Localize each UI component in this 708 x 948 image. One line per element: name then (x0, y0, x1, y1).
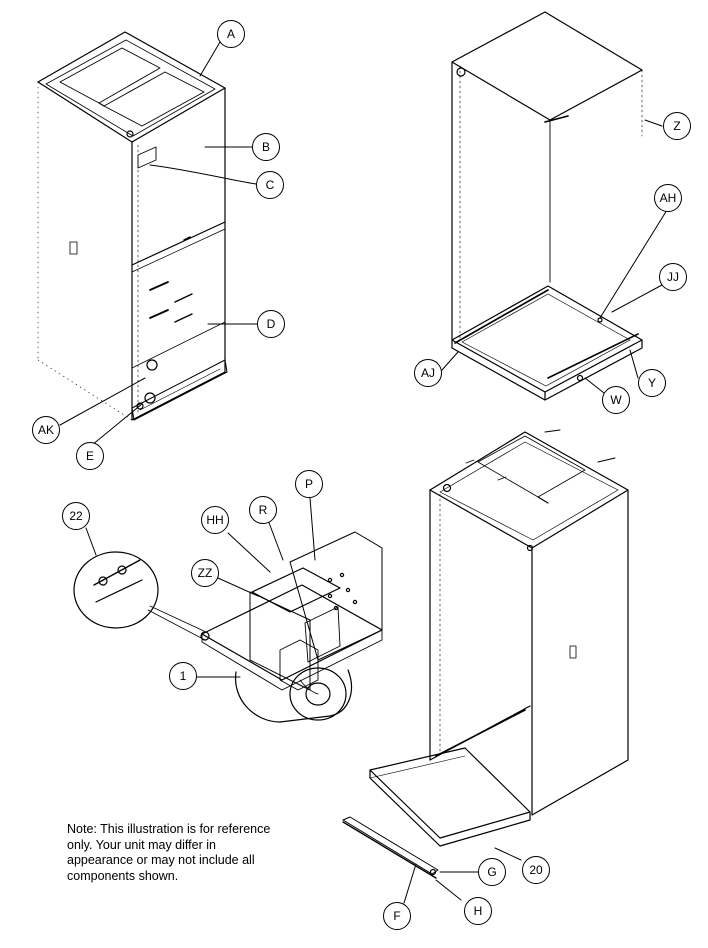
callout-c: C (256, 171, 284, 199)
callout-p: P (295, 470, 323, 498)
callout-p-text: P (304, 477, 313, 491)
callout-d-text: D (266, 317, 276, 331)
callout-r-text: R (258, 503, 268, 517)
leader-lines-unit2 (441, 119, 668, 394)
callout-22-text: 22 (69, 509, 83, 523)
callout-e-text: E (85, 449, 94, 463)
callout-y-text: Y (647, 376, 656, 390)
callout-y: Y (638, 369, 666, 397)
callout-aj-text: AJ (420, 366, 435, 380)
callout-ak: AK (32, 416, 60, 444)
blower-assembly (73, 531, 383, 723)
callout-ah: AH (654, 184, 682, 212)
callout-zz-text: ZZ (197, 566, 213, 580)
callout-f-text: F (393, 909, 401, 923)
callout-22: 22 (62, 502, 90, 530)
callout-c-text: C (265, 178, 275, 192)
callout-zz: ZZ (191, 559, 219, 587)
callout-r: R (249, 496, 277, 524)
callout-f: F (383, 902, 411, 930)
callout-b: B (252, 133, 280, 161)
callout-jj-text: JJ (667, 270, 679, 284)
callout-w-text: W (610, 393, 622, 407)
callout-d: D (257, 310, 285, 338)
casing-assembly (451, 11, 643, 401)
callout-jj: JJ (659, 263, 687, 291)
callout-h: H (464, 897, 492, 925)
assembled-cabinet (342, 431, 629, 879)
leader-lines-blower (85, 497, 316, 678)
callout-1: 1 (169, 662, 197, 690)
callout-20: 20 (522, 856, 550, 884)
reference-note: Note: This illustration is for reference… (67, 822, 271, 883)
callout-e: E (76, 442, 104, 470)
callout-1-text: 1 (179, 669, 187, 683)
leader-lines-unit1 (59, 41, 259, 446)
callout-b-text: B (261, 140, 270, 154)
callout-z-text: Z (673, 119, 681, 133)
callout-g: G (478, 858, 506, 886)
callout-ah-text: AH (659, 191, 677, 205)
callout-h-text: H (473, 904, 483, 918)
callout-20-text: 20 (529, 863, 543, 877)
callout-hh-text: HH (206, 513, 224, 527)
callout-z: Z (663, 112, 691, 140)
callout-hh: HH (201, 506, 229, 534)
leader-lines-unit3 (403, 429, 616, 904)
callout-w: W (602, 386, 630, 414)
cabinet-assembly (37, 31, 228, 421)
callout-a: A (217, 20, 245, 48)
callout-ak-text: AK (37, 423, 54, 437)
callout-aj: AJ (414, 359, 442, 387)
callout-g-text: G (487, 865, 497, 879)
callout-a-text: A (226, 27, 235, 41)
